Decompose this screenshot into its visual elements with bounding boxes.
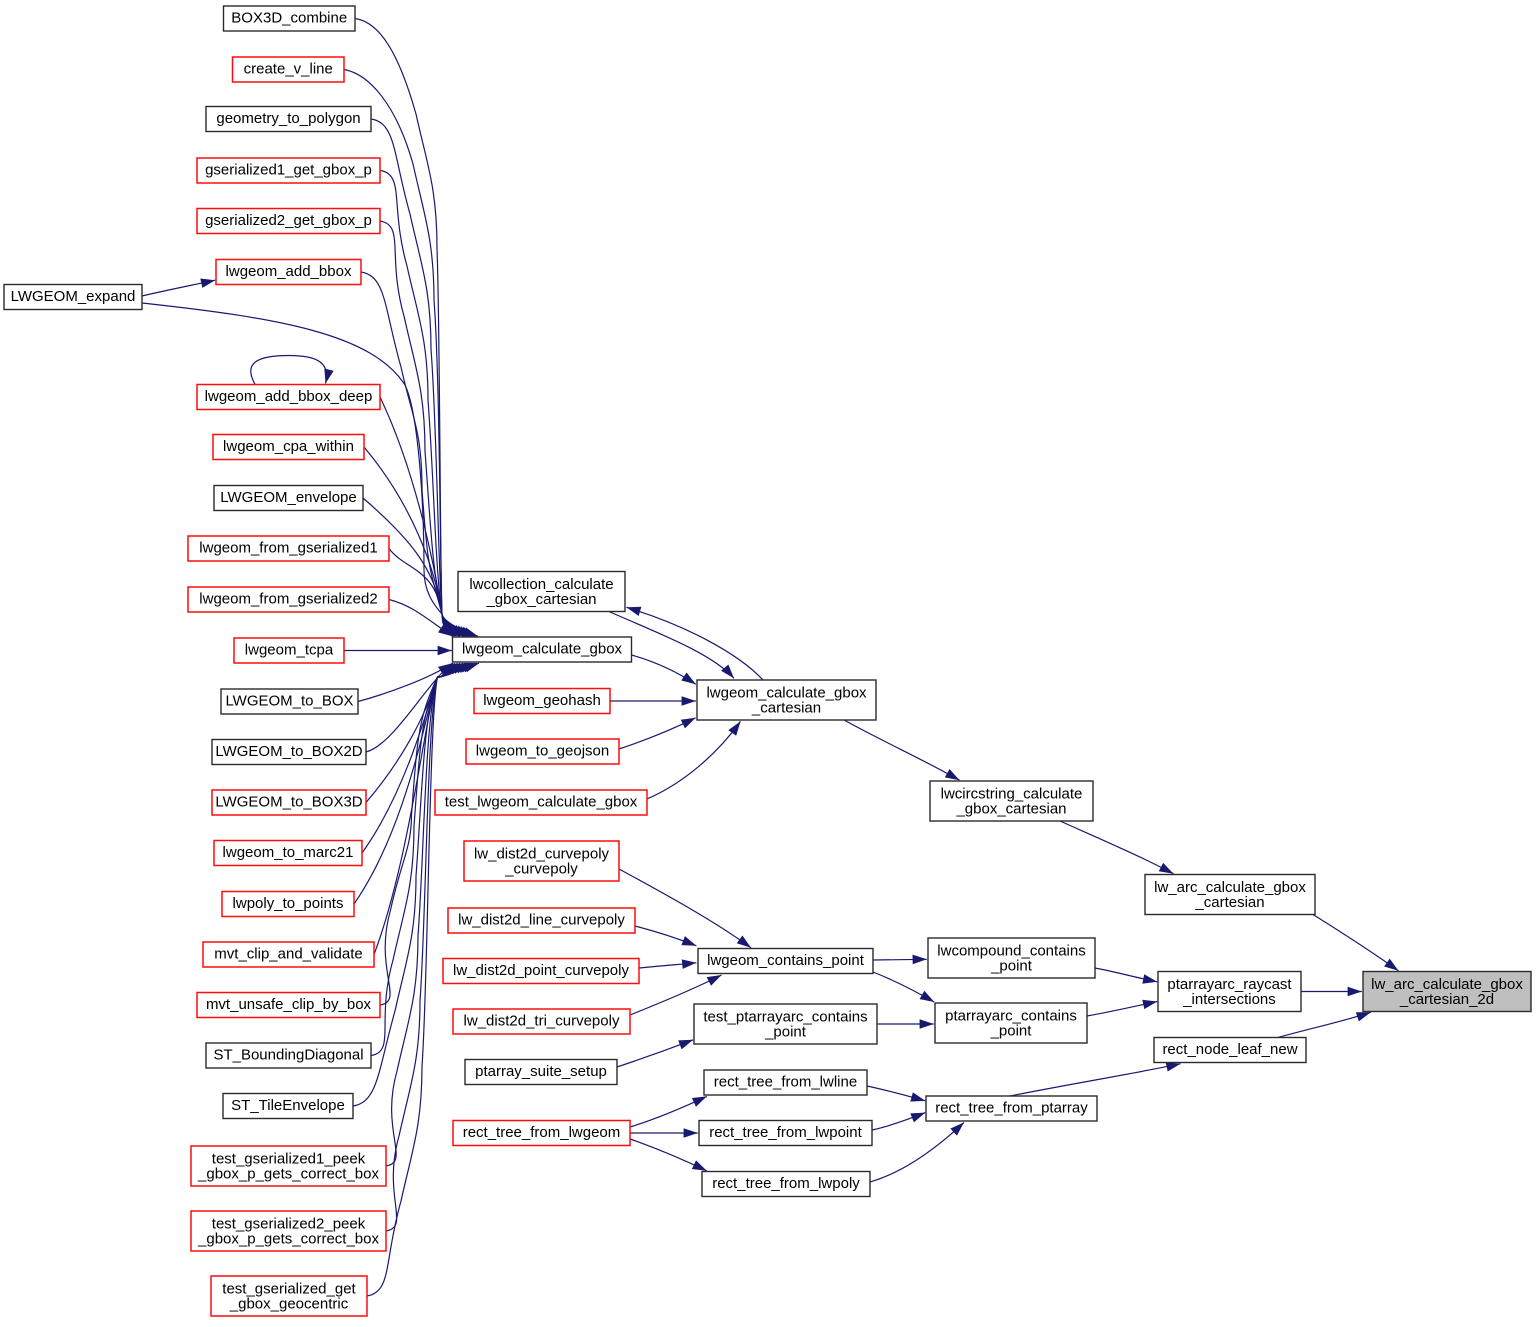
svg-text:create_v_line: create_v_line [244,61,333,78]
svg-text:ST_BoundingDiagonal: ST_BoundingDiagonal [213,1047,363,1064]
svg-text:BOX3D_combine: BOX3D_combine [231,10,347,27]
svg-text:rect_node_leaf_new: rect_node_leaf_new [1162,1041,1297,1058]
svg-text:lwgeom_calculate_gbox: lwgeom_calculate_gbox [706,685,867,702]
svg-text:test_gserialized2_peek: test_gserialized2_peek [212,1216,366,1233]
svg-text:LWGEOM_to_BOX: LWGEOM_to_BOX [225,693,353,710]
svg-text:ptarray_suite_setup: ptarray_suite_setup [475,1063,607,1080]
svg-text:_intersections: _intersections [1182,991,1276,1008]
svg-text:_point: _point [990,958,1033,975]
svg-text:ptarrayarc_raycast: ptarrayarc_raycast [1167,976,1292,993]
svg-text:lwgeom_contains_point: lwgeom_contains_point [707,952,865,969]
svg-text:ST_TileEnvelope: ST_TileEnvelope [231,1097,345,1114]
svg-text:gserialized1_get_gbox_p: gserialized1_get_gbox_p [205,162,372,179]
svg-text:_cartesian_2d: _cartesian_2d [1399,991,1494,1008]
svg-text:_cartesian: _cartesian [751,700,821,717]
svg-text:test_gserialized1_peek: test_gserialized1_peek [212,1151,366,1168]
svg-text:lwcompound_contains: lwcompound_contains [937,943,1085,960]
svg-text:rect_tree_from_lwline: rect_tree_from_lwline [714,1074,857,1091]
svg-text:mvt_clip_and_validate: mvt_clip_and_validate [214,946,362,963]
svg-text:LWGEOM_to_BOX3D: LWGEOM_to_BOX3D [215,794,362,811]
svg-text:rect_tree_from_lwpoint: rect_tree_from_lwpoint [709,1124,862,1141]
svg-text:rect_tree_from_ptarray: rect_tree_from_ptarray [935,1100,1088,1117]
svg-text:lw_dist2d_point_curvepoly: lw_dist2d_point_curvepoly [453,962,629,979]
svg-text:_gbox_cartesian: _gbox_cartesian [955,801,1066,818]
svg-text:LWGEOM_envelope: LWGEOM_envelope [220,489,356,506]
svg-text:_gbox_cartesian: _gbox_cartesian [485,591,596,608]
svg-text:test_ptarrayarc_contains: test_ptarrayarc_contains [703,1009,867,1026]
svg-text:lwgeom_to_geojson: lwgeom_to_geojson [476,743,609,760]
svg-text:lwcollection_calculate: lwcollection_calculate [469,576,613,593]
svg-text:LWGEOM_to_BOX2D: LWGEOM_to_BOX2D [215,743,362,760]
svg-text:rect_tree_from_lwpoly: rect_tree_from_lwpoly [712,1175,860,1192]
svg-text:_point: _point [764,1024,807,1041]
svg-text:test_gserialized_get: test_gserialized_get [222,1281,356,1298]
svg-text:lwgeom_add_bbox: lwgeom_add_bbox [226,263,352,280]
svg-text:_cartesian: _cartesian [1194,894,1264,911]
svg-text:_curvepoly: _curvepoly [504,861,578,878]
svg-text:_gbox_p_gets_correct_box: _gbox_p_gets_correct_box [197,1166,379,1183]
svg-text:geometry_to_polygon: geometry_to_polygon [216,110,360,127]
svg-text:lw_dist2d_line_curvepoly: lw_dist2d_line_curvepoly [458,912,625,929]
svg-text:lwcircstring_calculate: lwcircstring_calculate [941,786,1083,803]
svg-text:lwgeom_cpa_within: lwgeom_cpa_within [223,438,354,455]
svg-text:lw_dist2d_curvepoly: lw_dist2d_curvepoly [474,846,610,863]
svg-text:_point: _point [990,1023,1033,1040]
svg-text:LWGEOM_expand: LWGEOM_expand [11,288,136,305]
svg-text:gserialized2_get_gbox_p: gserialized2_get_gbox_p [205,212,372,229]
svg-text:lwpoly_to_points: lwpoly_to_points [233,895,344,912]
svg-text:lw_arc_calculate_gbox: lw_arc_calculate_gbox [1371,976,1523,993]
svg-text:test_lwgeom_calculate_gbox: test_lwgeom_calculate_gbox [445,794,638,811]
svg-text:lwgeom_add_bbox_deep: lwgeom_add_bbox_deep [205,388,373,405]
svg-text:_gbox_geocentric: _gbox_geocentric [229,1296,349,1313]
svg-text:lw_arc_calculate_gbox: lw_arc_calculate_gbox [1154,879,1306,896]
svg-text:rect_tree_from_lwgeom: rect_tree_from_lwgeom [463,1124,621,1141]
svg-text:lwgeom_tcpa: lwgeom_tcpa [245,642,334,659]
svg-text:lwgeom_from_gserialized2: lwgeom_from_gserialized2 [199,591,377,608]
svg-text:lwgeom_geohash: lwgeom_geohash [483,692,601,709]
svg-text:mvt_unsafe_clip_by_box: mvt_unsafe_clip_by_box [206,996,372,1013]
svg-text:lwgeom_calculate_gbox: lwgeom_calculate_gbox [462,641,623,658]
svg-text:_gbox_p_gets_correct_box: _gbox_p_gets_correct_box [197,1231,379,1248]
svg-text:lwgeom_to_marc21: lwgeom_to_marc21 [223,844,354,861]
svg-text:ptarrayarc_contains: ptarrayarc_contains [945,1008,1077,1025]
svg-text:lw_dist2d_tri_curvepoly: lw_dist2d_tri_curvepoly [464,1013,620,1030]
svg-text:lwgeom_from_gserialized1: lwgeom_from_gserialized1 [199,540,377,557]
